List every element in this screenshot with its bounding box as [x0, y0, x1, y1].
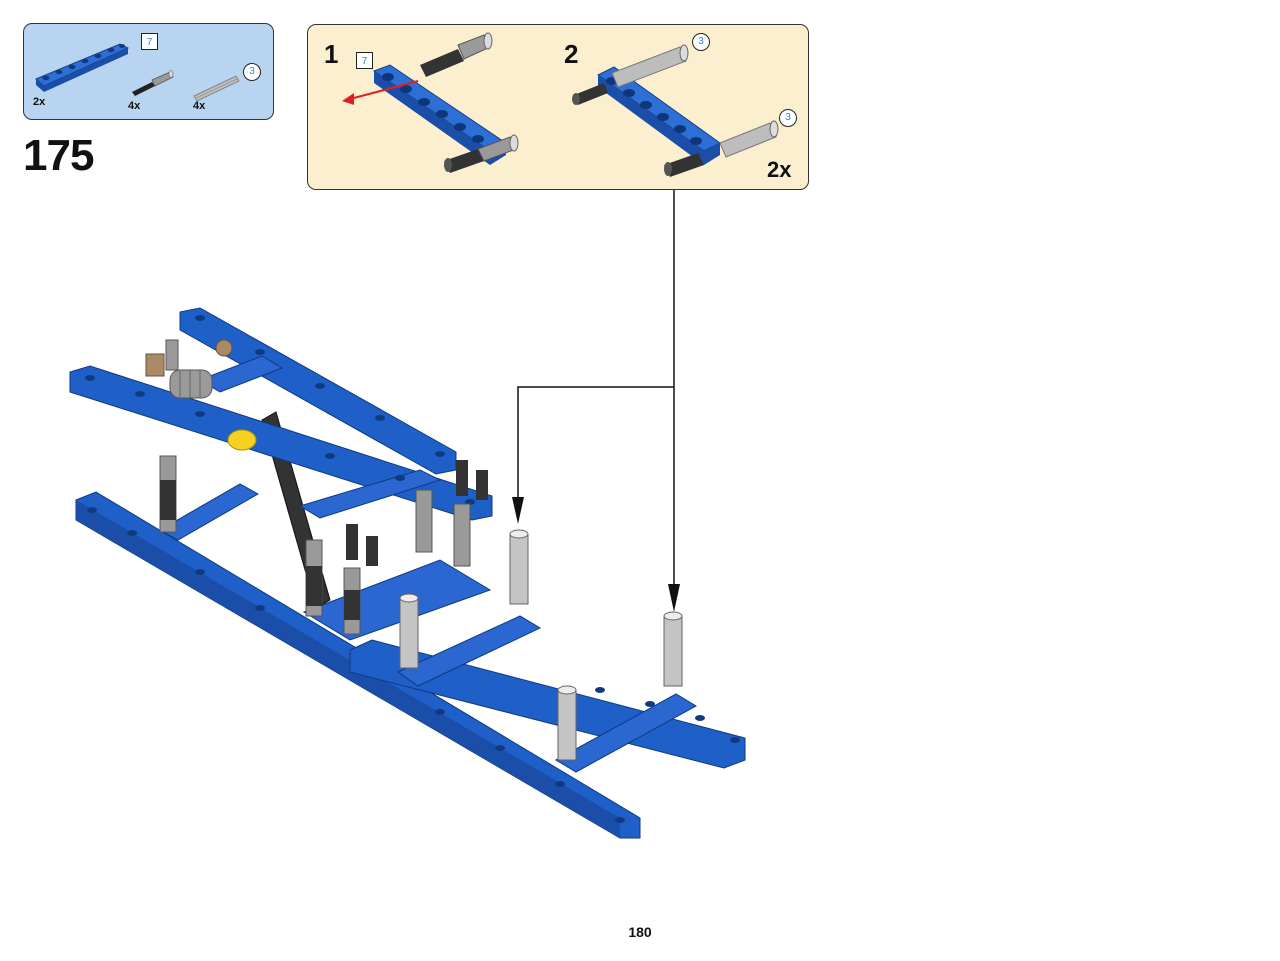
axle-pin-icon	[346, 460, 488, 566]
axle-pin-icon	[305, 539, 323, 617]
page-number: 180	[628, 924, 652, 940]
substep-number: 2	[564, 39, 579, 69]
callout-arrow-icon	[342, 80, 419, 105]
length-label: 7	[356, 52, 373, 69]
submodel-callout-box: 1 2 7 3 3 2x	[307, 24, 809, 190]
liftarm-icon	[158, 483, 260, 541]
liftarm-icon	[198, 355, 284, 393]
submodel-illustration	[342, 32, 779, 177]
length-label: 7	[141, 33, 158, 50]
yellow-part-icon	[227, 429, 257, 451]
step-number: 175	[23, 131, 94, 180]
axle-end-icon	[399, 529, 683, 695]
liftarm-icon	[597, 66, 721, 165]
length-label: 3	[243, 63, 261, 81]
liftarm-icon	[554, 693, 698, 773]
substep-number: 1	[324, 39, 339, 69]
part-quantity: 4x	[193, 100, 206, 112]
axle-pin-icon	[132, 70, 174, 96]
part-quantity: 2x	[33, 96, 46, 108]
liftarm-icon	[372, 64, 507, 165]
beam-holes	[85, 315, 740, 823]
liftarm-icon	[298, 469, 442, 519]
axle-icon	[664, 120, 779, 177]
part-quantity: 4x	[128, 100, 141, 112]
axle-pin-icon	[159, 455, 177, 533]
axle-pin-icon	[444, 134, 519, 173]
submodel-multiplier: 2x	[767, 157, 792, 182]
axle-pin-icon	[343, 567, 361, 635]
liftarm-icon	[396, 615, 542, 687]
axle-pin-icon	[420, 32, 493, 77]
length-label: 3	[779, 109, 797, 127]
arrow-head-icon	[512, 497, 524, 524]
axle-icon	[193, 75, 240, 102]
parts-list-box: 7 3 2x 4x 4x	[23, 23, 274, 120]
axle-pin-icon	[415, 489, 471, 567]
arrow-head-icon	[668, 584, 680, 612]
liftarm-icon	[302, 559, 492, 641]
callout-arrow-icon	[517, 190, 675, 588]
length-label: 3	[692, 33, 710, 51]
parts-list-illustration	[35, 43, 240, 102]
axle-icon	[572, 44, 689, 105]
liftarm-icon	[349, 639, 746, 769]
worm-gear-icon	[145, 339, 233, 399]
liftarm-icon	[35, 43, 130, 92]
